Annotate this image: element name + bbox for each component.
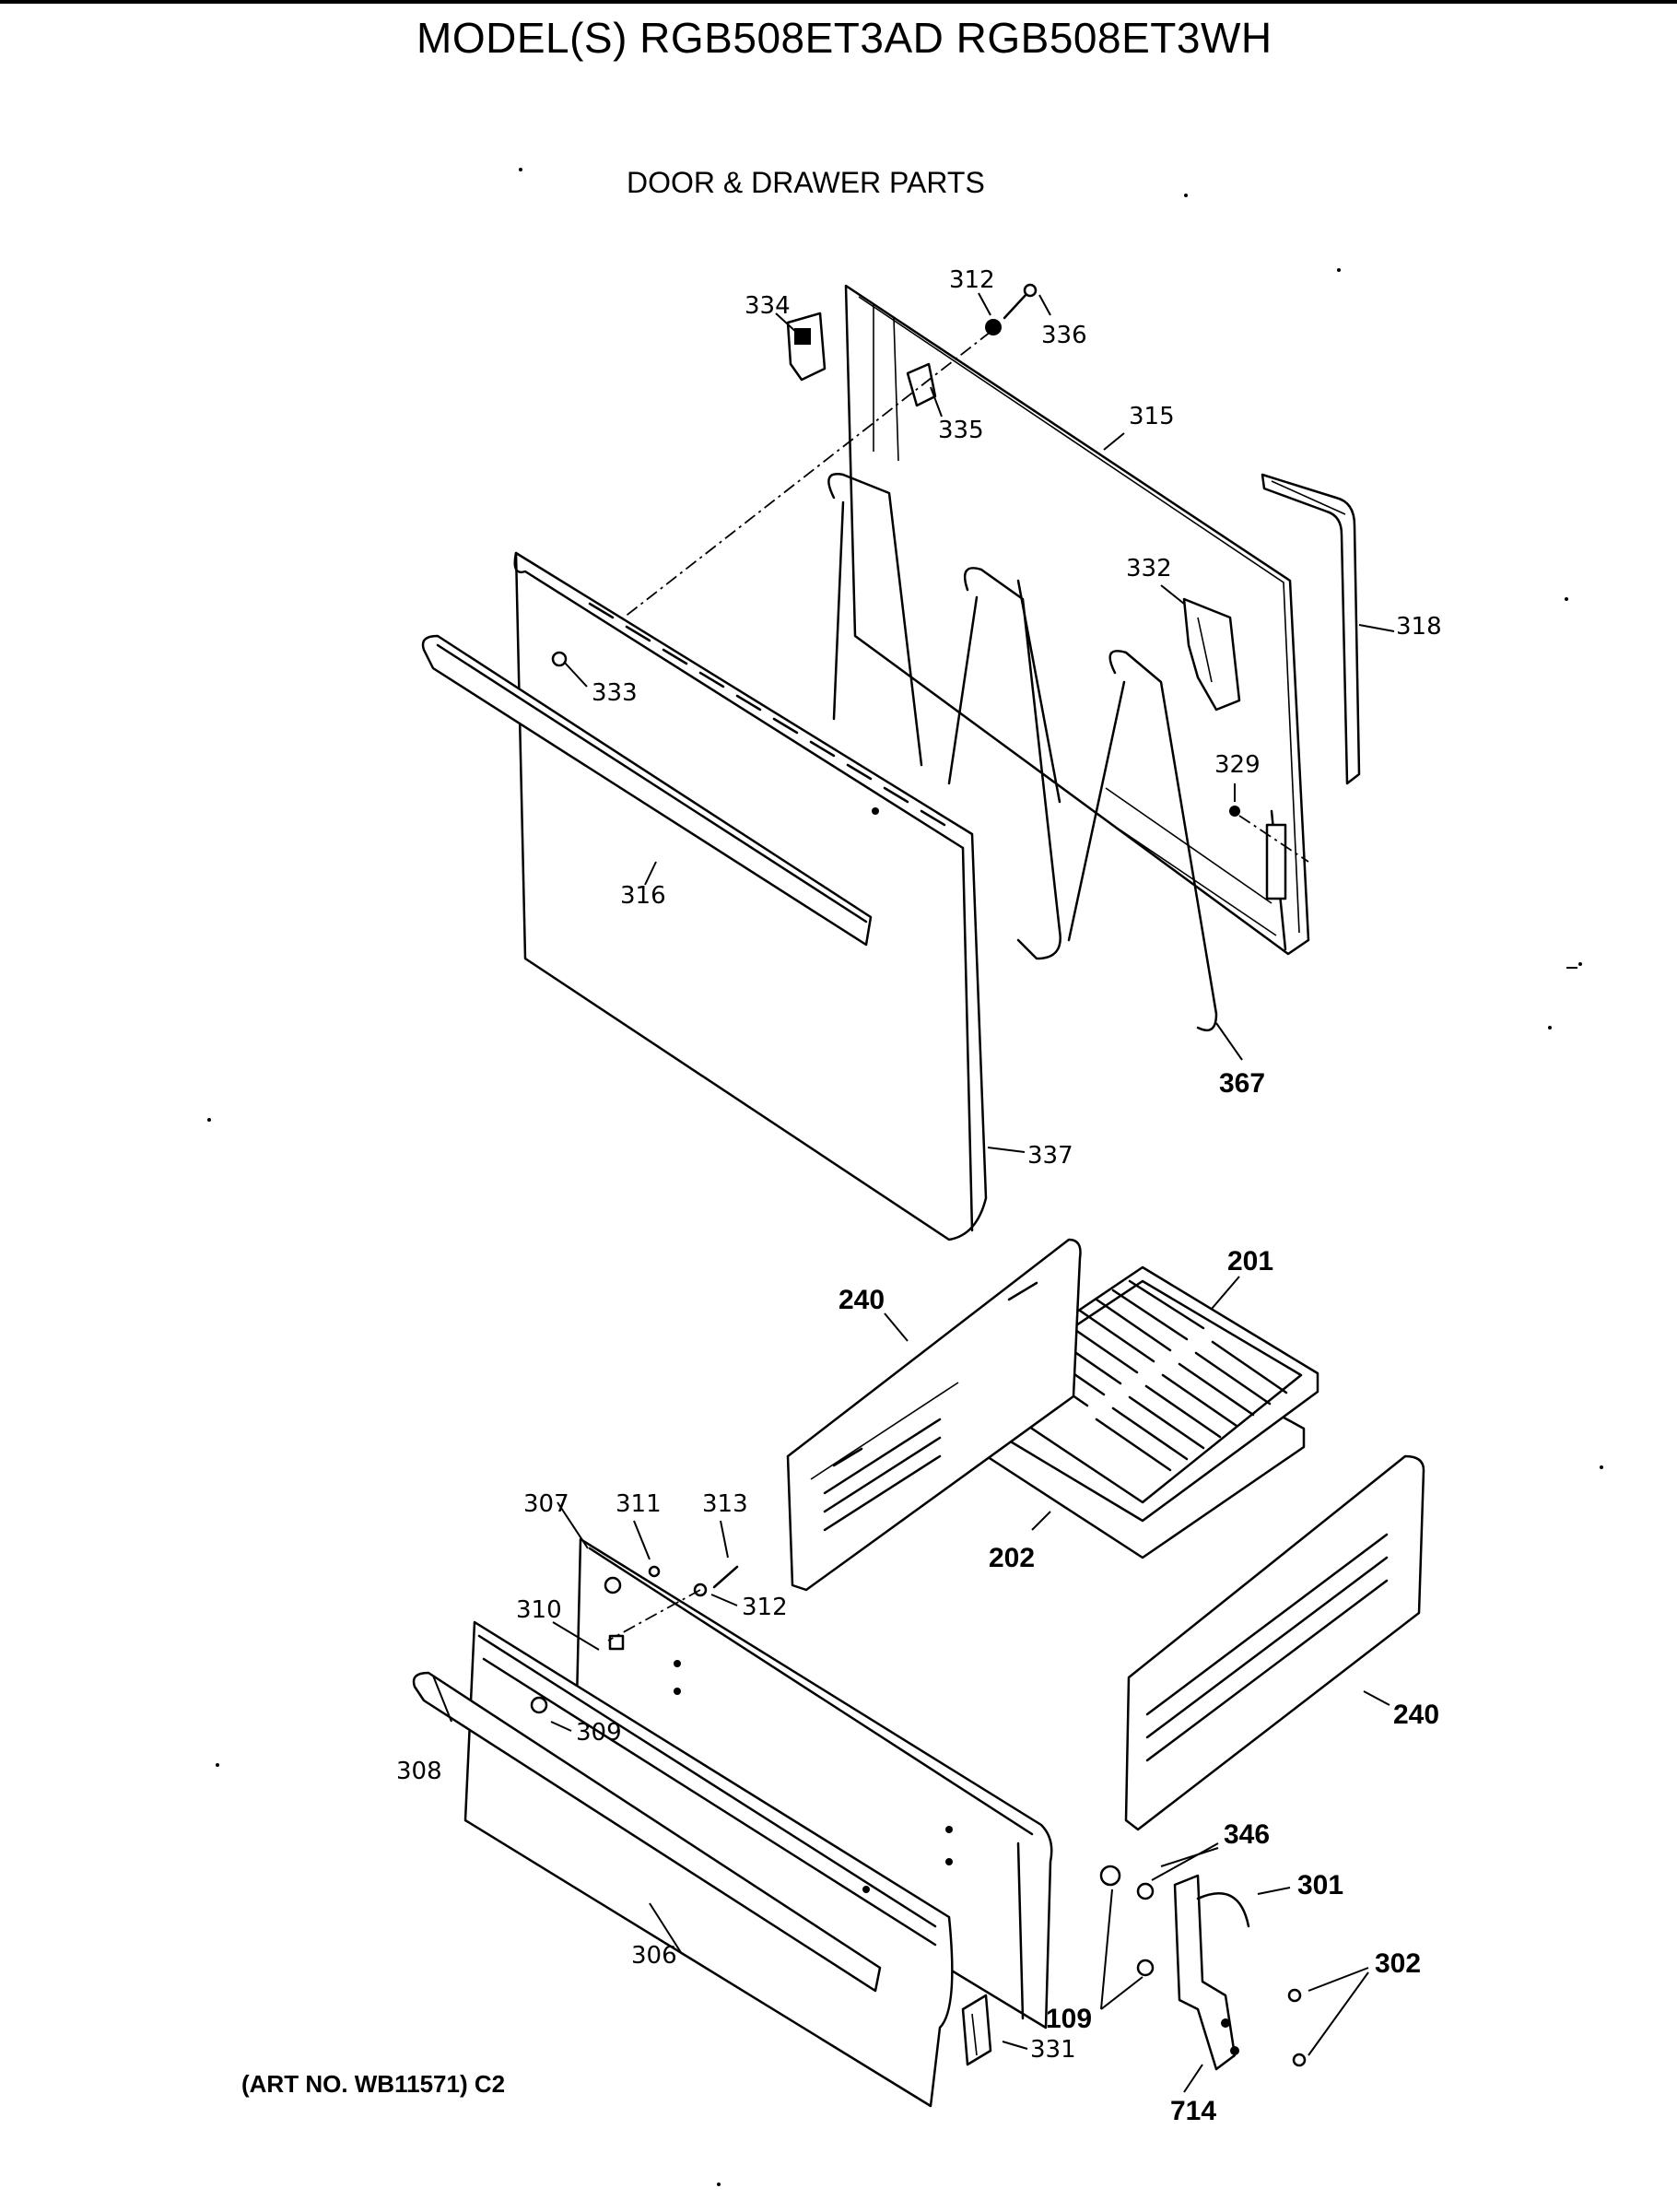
callout-318: 318 xyxy=(1396,613,1442,641)
drawer-screw-309 xyxy=(530,1696,548,1714)
callout-306: 306 xyxy=(631,1942,677,1970)
scan-specks xyxy=(207,168,1603,2186)
callout-240-right: 240 xyxy=(1393,1700,1439,1730)
oven-outer-door xyxy=(513,551,988,1241)
door-screw-333 xyxy=(551,651,568,667)
callout-109: 109 xyxy=(1046,2004,1092,2034)
door-vent-slots xyxy=(588,602,946,827)
callout-333: 333 xyxy=(592,679,638,707)
callout-240-left: 240 xyxy=(838,1285,885,1315)
drawer-bumper xyxy=(604,1576,622,1594)
callout-labels: 334 312 336 335 315 318 332 333 316 329 … xyxy=(396,266,1442,2126)
drawer-side-panel-right xyxy=(1124,1454,1425,1831)
alignment-line xyxy=(581,331,991,651)
door-screw xyxy=(1003,291,1029,320)
callout-202: 202 xyxy=(989,1543,1035,1573)
callout-302: 302 xyxy=(1375,1948,1421,1979)
screw-302-a xyxy=(1287,1988,1302,2003)
screw-313 xyxy=(712,1565,739,1589)
drawer-side-panel-left xyxy=(786,1238,1082,1592)
callout-329: 329 xyxy=(1214,751,1261,779)
callout-313: 313 xyxy=(702,1490,748,1518)
door-screw-head xyxy=(1023,283,1038,298)
drawer-rail-bracket xyxy=(1173,1874,1250,2071)
door-inner-panel xyxy=(844,284,1310,956)
section-title: DOOR & DRAWER PARTS xyxy=(627,166,985,199)
callout-312b: 312 xyxy=(742,1594,788,1621)
callout-714: 714 xyxy=(1170,2096,1216,2126)
callout-336: 336 xyxy=(1041,322,1087,349)
screw-329 xyxy=(1229,806,1240,817)
callout-335: 335 xyxy=(938,417,984,444)
callout-311: 311 xyxy=(616,1490,662,1518)
alignment-line xyxy=(1238,815,1309,863)
door-washer xyxy=(985,319,1002,335)
callout-315: 315 xyxy=(1129,403,1175,430)
callout-337: 337 xyxy=(1027,1142,1073,1170)
model-title: MODEL(S) RGB508ET3AD RGB508ET3WH xyxy=(416,14,1272,62)
art-number: (ART NO. WB11571) C2 xyxy=(241,2070,506,2098)
callout-331: 331 xyxy=(1030,2036,1076,2064)
callout-301: 301 xyxy=(1297,1870,1343,1900)
callout-309: 309 xyxy=(576,1719,622,1747)
callout-346: 346 xyxy=(1224,1819,1270,1850)
oven-door-handle xyxy=(421,634,873,947)
drawer-handle xyxy=(412,1671,882,1993)
callout-316: 316 xyxy=(620,882,666,910)
callout-367: 367 xyxy=(1219,1068,1265,1099)
door-hook-clip xyxy=(786,312,827,382)
drawer-stop-310 xyxy=(608,1634,625,1651)
callout-310: 310 xyxy=(516,1596,562,1624)
callout-312: 312 xyxy=(949,266,995,294)
washer-346-a xyxy=(1136,1882,1155,1900)
top-border-rule xyxy=(0,0,1677,4)
alignment-line xyxy=(607,1589,701,1641)
washer-311 xyxy=(648,1565,661,1578)
screw-302-b xyxy=(1292,2053,1307,2067)
washer-109-a xyxy=(1099,1865,1121,1887)
callout-332: 332 xyxy=(1126,555,1172,582)
washer-346-b xyxy=(1136,1959,1155,1977)
vent-bracket xyxy=(1182,597,1241,712)
door-springs xyxy=(827,473,1218,1032)
callout-307: 307 xyxy=(523,1490,569,1518)
callout-334: 334 xyxy=(745,292,791,320)
leader-lines xyxy=(432,292,1395,2093)
callout-201: 201 xyxy=(1227,1246,1273,1277)
drawer-bracket xyxy=(961,1994,992,2066)
callout-308: 308 xyxy=(396,1758,442,1785)
door-trim-strip xyxy=(1261,473,1361,785)
